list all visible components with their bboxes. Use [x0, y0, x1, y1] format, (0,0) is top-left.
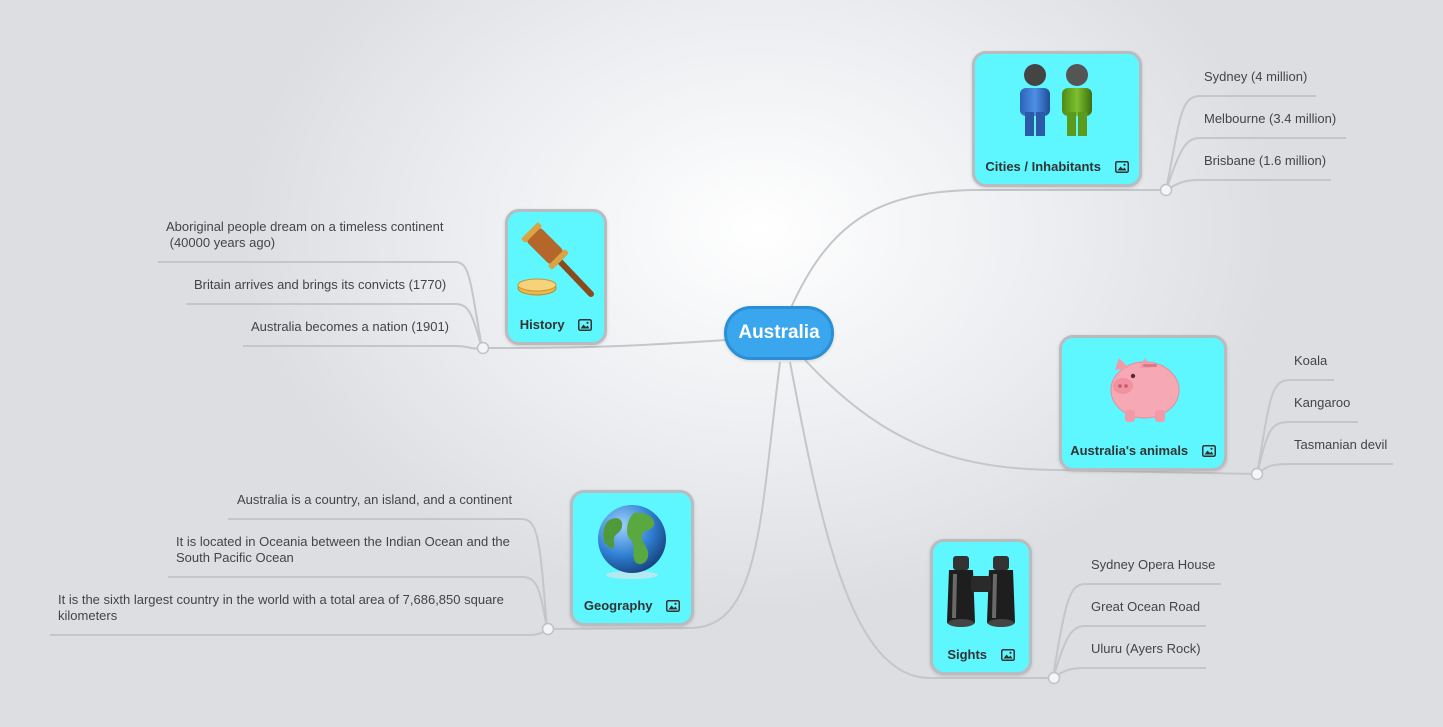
image-icon[interactable]	[578, 318, 593, 331]
people-icon	[1020, 64, 1092, 136]
topic-cities[interactable]: Cities / Inhabitants	[972, 51, 1142, 187]
sub-geography-2-line1: It is located in Oceania between the Ind…	[176, 534, 510, 549]
root-label: Australia	[738, 322, 820, 343]
sub-geography-2-line2: South Pacific Ocean	[176, 550, 294, 565]
sub-cities-2[interactable]: Melbourne (3.4 million)	[1204, 111, 1337, 126]
sub-animals-3[interactable]: Tasmanian devil	[1294, 437, 1388, 452]
sub-history-3[interactable]: Australia becomes a nation (1901)	[251, 319, 450, 334]
sub-cities-3[interactable]: Brisbane (1.6 million)	[1204, 153, 1327, 168]
gavel-icon	[517, 222, 594, 297]
sub-geography-3-line1: It is the sixth largest country in the w…	[58, 592, 504, 607]
topic-geography[interactable]: Geography	[570, 490, 694, 626]
sub-animals-1[interactable]: Koala	[1294, 353, 1328, 368]
root-topic[interactable]: Australia	[724, 306, 834, 360]
topic-animals-label: Australia's animals	[1070, 443, 1189, 458]
geography-collapse-handle	[541, 622, 555, 636]
image-icon[interactable]	[1201, 444, 1216, 457]
image-icon[interactable]	[666, 599, 681, 612]
history-collapse-handle	[476, 341, 490, 355]
binoculars-icon	[947, 556, 1015, 627]
sub-history-1-line1: Aboriginal people dream on a timeless co…	[166, 219, 444, 234]
topic-history-label: History	[519, 317, 565, 332]
sub-cities-1[interactable]: Sydney (4 million)	[1204, 69, 1308, 84]
sub-sights-3[interactable]: Uluru (Ayers Rock)	[1091, 641, 1201, 656]
sub-geography-3-line2: kilometers	[58, 608, 118, 623]
sub-geography-3[interactable]: It is the sixth largest country in the w…	[58, 592, 504, 624]
topic-cities-label: Cities / Inhabitants	[985, 159, 1101, 174]
topic-geography-label: Geography	[583, 598, 653, 613]
image-icon[interactable]	[1114, 160, 1129, 173]
sub-sights-1[interactable]: Sydney Opera House	[1091, 557, 1216, 572]
sub-history-1-line2: (40000 years ago)	[166, 235, 276, 250]
image-icon[interactable]	[1000, 648, 1015, 661]
topic-animals[interactable]: Australia's animals	[1059, 335, 1227, 471]
sub-sights-2[interactable]: Great Ocean Road	[1091, 599, 1201, 614]
cities-collapse-handle	[1159, 183, 1173, 197]
sub-animals-2[interactable]: Kangaroo	[1294, 395, 1351, 410]
sub-geography-1[interactable]: Australia is a country, an island, and a…	[237, 492, 513, 507]
sub-geography-2[interactable]: It is located in Oceania between the Ind…	[176, 534, 510, 566]
topic-history[interactable]: History	[505, 209, 607, 345]
sub-history-2[interactable]: Britain arrives and brings its convicts …	[194, 277, 447, 292]
sub-history-1[interactable]: Aboriginal people dream on a timeless co…	[166, 219, 444, 251]
topic-sights-label: Sights	[947, 647, 988, 662]
globe-icon	[598, 505, 666, 579]
piggy-bank-icon	[1110, 358, 1180, 422]
topic-sights[interactable]: Sights	[930, 539, 1032, 675]
animals-collapse-handle	[1250, 467, 1264, 481]
sights-collapse-handle	[1047, 671, 1061, 685]
